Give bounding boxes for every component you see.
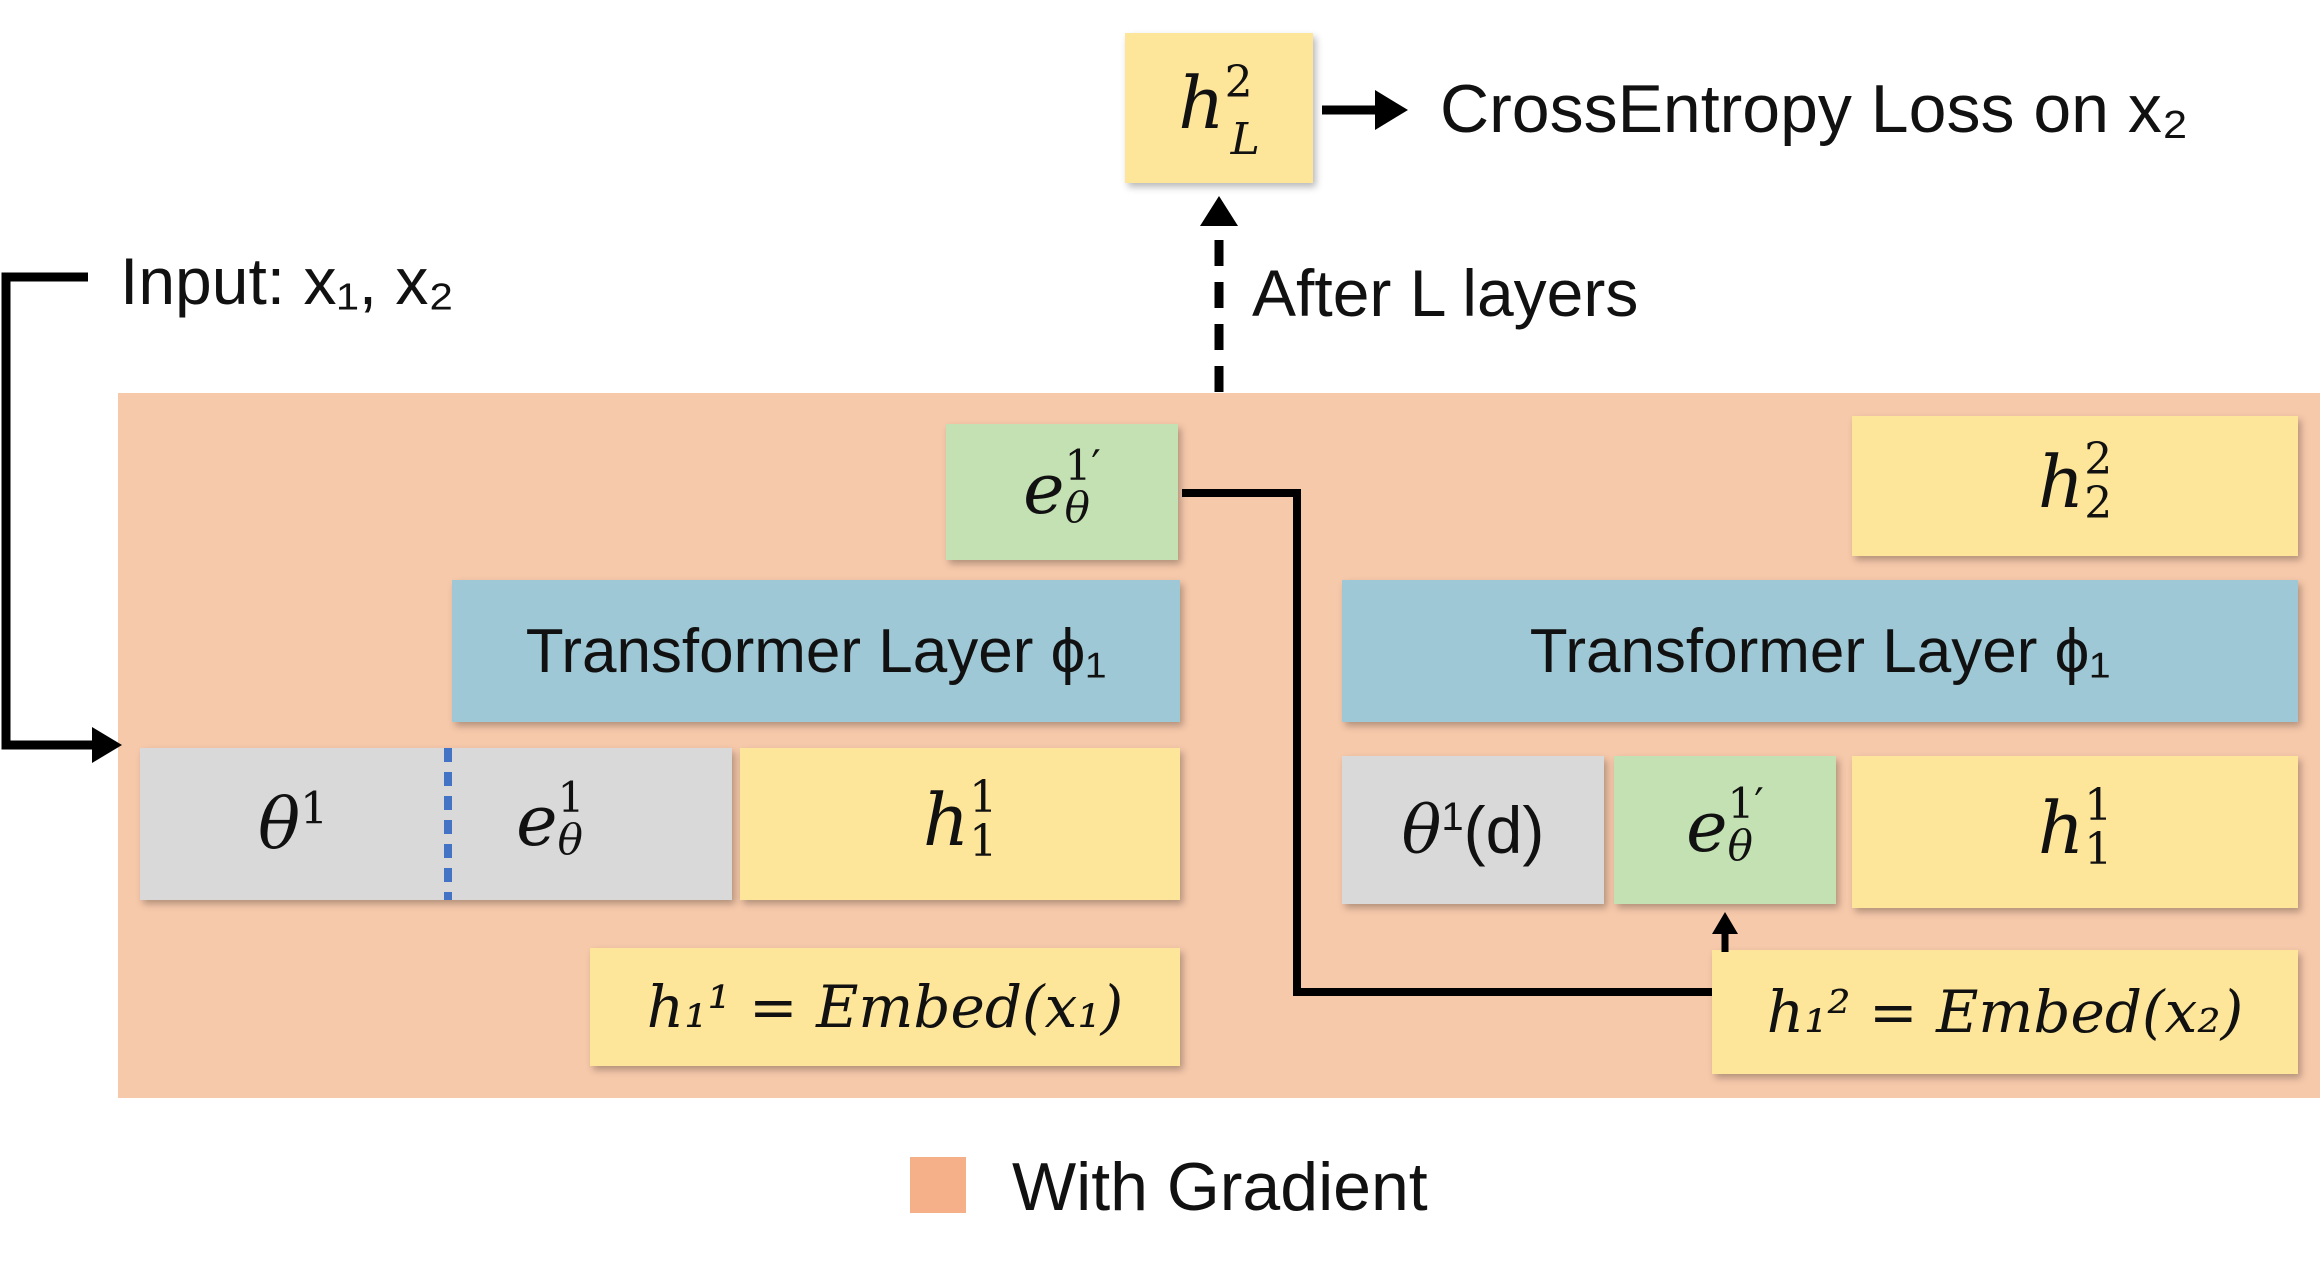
right-transformer-layer: Transformer Layer ϕ₁: [1342, 580, 2298, 722]
input-arrow-head: [92, 727, 122, 763]
after-layers-arrow-head: [1200, 196, 1238, 226]
input-bracket-line: [1, 272, 98, 750]
left-transformer-layer: Transformer Layer ϕ₁: [452, 580, 1180, 722]
left-theta-text: θ1: [258, 783, 329, 865]
embed-to-e-theta-arrow-head: [1712, 912, 1738, 934]
final-hidden-text: h2L: [1178, 57, 1260, 165]
left-transformer-label: Transformer Layer ϕ₁: [525, 616, 1107, 686]
left-embed-text: h₁¹ = Embed(x₁): [646, 973, 1124, 1041]
e-theta-connector: [1182, 489, 1712, 996]
right-transformer-label: Transformer Layer ϕ₁: [1529, 616, 2111, 686]
right-theta-d-box: θ1(d): [1342, 756, 1604, 904]
input-label: Input: x₁, x₂: [120, 244, 455, 318]
right-embed-box: h₁² = Embed(x₂): [1712, 950, 2298, 1074]
arrow-to-loss-head: [1375, 90, 1408, 130]
right-embed-text: h₁² = Embed(x₂): [1766, 978, 2244, 1046]
legend-swatch: [910, 1157, 966, 1213]
right-theta-d-text: θ1(d): [1401, 791, 1545, 869]
left-embed-box: h₁¹ = Embed(x₁): [590, 948, 1180, 1066]
legend-label: With Gradient: [1012, 1149, 1428, 1225]
after-layers-label: After L layers: [1252, 256, 1639, 330]
loss-label: CrossEntropy Loss on x₂: [1440, 71, 2189, 147]
final-hidden-box: h2L: [1125, 33, 1313, 183]
